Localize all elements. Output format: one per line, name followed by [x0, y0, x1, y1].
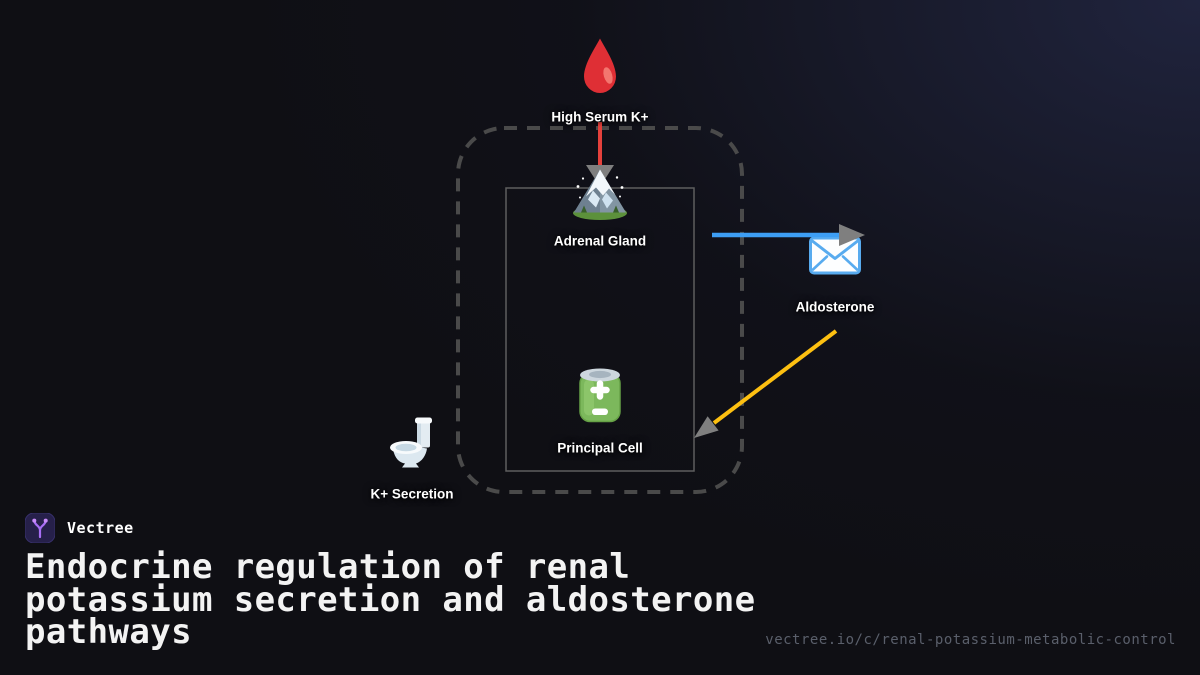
edge-aldosterone-arrowhead-icon	[694, 416, 719, 438]
battery-icon	[577, 366, 623, 429]
page-title: Endocrine regulation of renal potassium …	[25, 547, 756, 652]
blood-drop-icon	[581, 38, 619, 99]
footer-url: vectree.io/c/renal-potassium-metabolic-c…	[765, 632, 1176, 648]
mountain-icon	[571, 167, 629, 226]
toilet-icon	[388, 417, 436, 474]
node-label-principal-cell: Principal Cell	[557, 440, 643, 456]
title-line-1: Endocrine regulation of renal	[25, 547, 631, 587]
envelope-icon	[809, 236, 861, 280]
vectree-logo	[24, 512, 56, 548]
node-label-high-serum-k: High Serum K+	[551, 109, 649, 125]
edge-aldosterone-to-principal-cell	[712, 329, 838, 425]
node-label-k-secretion: K+ Secretion	[370, 486, 454, 502]
edge-adrenal-arrowhead-icon	[839, 224, 865, 246]
node-label-aldosterone: Aldosterone	[795, 299, 875, 315]
title-line-3: pathways	[25, 612, 192, 652]
title-line-2: potassium secretion and aldosterone	[25, 579, 756, 620]
vectree-branch-icon	[24, 512, 56, 544]
brand-name: Vectree	[67, 519, 134, 537]
node-label-adrenal-gland: Adrenal Gland	[553, 233, 647, 249]
